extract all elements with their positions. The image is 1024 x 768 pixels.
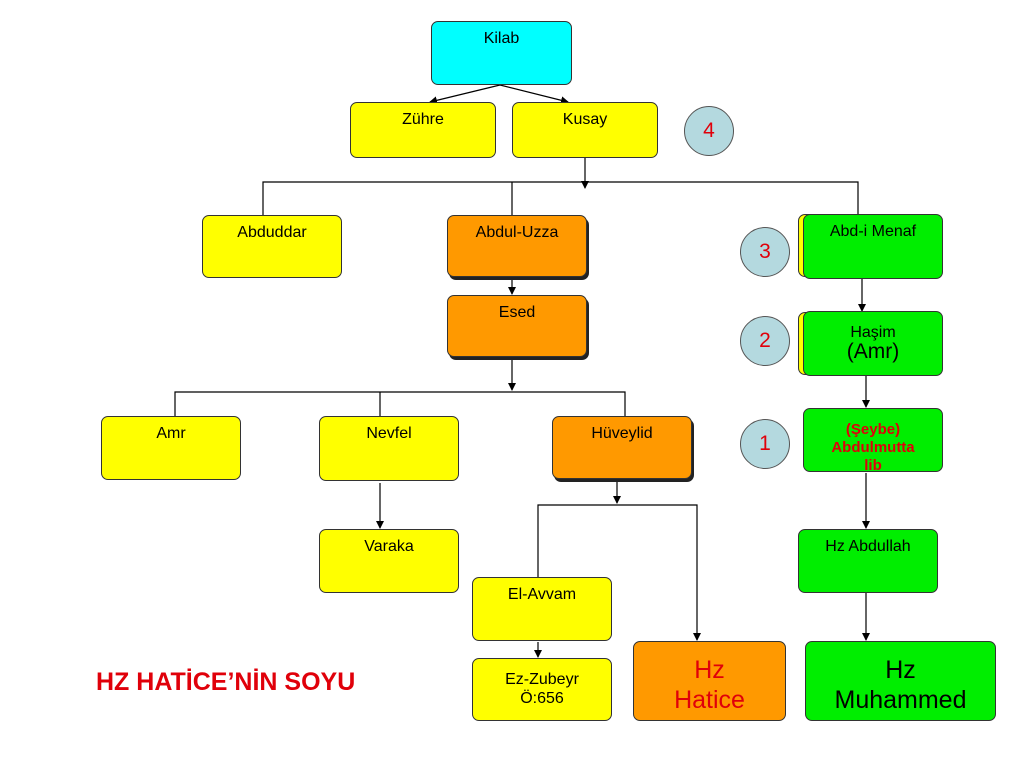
node-abdi-menaf-label: Abd-i Menaf [829, 223, 917, 240]
node-hz-muhammed-label-line2: Muhammed [834, 686, 967, 714]
node-varaka: Varaka [319, 529, 459, 593]
node-nevfel: Nevfel [319, 416, 459, 481]
node-el-avvam: El-Avvam [472, 577, 612, 641]
node-hasim: Haşim (Amr) [803, 311, 943, 376]
node-hz-muhammed-label-line1: Hz [885, 656, 916, 684]
node-abdul-uzza-label: Abdul-Uzza [475, 224, 559, 241]
node-ez-zubeyr-label-line2: Ö:656 [520, 690, 564, 707]
node-zuhre: Zühre [350, 102, 496, 158]
node-ez-zubeyr: Ez-Zubeyr Ö:656 [472, 658, 612, 721]
connector-esed-children [174, 391, 626, 416]
generation-marker-4-label: 4 [703, 119, 715, 142]
node-varaka-label: Varaka [364, 538, 414, 555]
connector-kilab-zuhre [429, 84, 501, 105]
node-esed: Esed [447, 295, 587, 357]
node-amr: Amr [101, 416, 241, 480]
node-hz-hatice-label-line1: Hz [694, 656, 725, 684]
generation-marker-2: 2 [740, 316, 790, 366]
generation-marker-3: 3 [740, 227, 790, 277]
node-hz-hatice: Hz Hatice [633, 641, 786, 721]
node-zuhre-label: Zühre [402, 111, 444, 128]
node-abdi-menaf: Abd-i Menaf [803, 214, 943, 279]
node-kilab: Kilab [431, 21, 572, 85]
generation-marker-3-label: 3 [759, 240, 771, 263]
node-abdul-uzza: Abdul-Uzza [447, 215, 587, 277]
connector-kilab-kusay [499, 84, 569, 105]
node-huveylid: Hüveylid [552, 416, 692, 479]
connector-huveylid-children [537, 504, 701, 641]
generation-marker-1: 1 [740, 419, 790, 469]
node-kusay-label: Kusay [562, 111, 608, 128]
node-kusay: Kusay [512, 102, 658, 158]
node-abduddar-label: Abduddar [237, 224, 307, 241]
node-huveylid-label: Hüveylid [591, 425, 653, 442]
node-kilab-label: Kilab [483, 30, 520, 47]
node-seybe-abdulmuttalib: (Şeybe) Abdulmutta lib [803, 408, 943, 474]
node-seybe-label-line3: lib [864, 457, 882, 474]
node-seybe-label-line1: (Şeybe) [845, 421, 901, 438]
node-el-avvam-label: El-Avvam [507, 586, 577, 603]
node-hz-abdullah-label: Hz Abdullah [825, 538, 911, 555]
generation-marker-2-label: 2 [759, 329, 771, 352]
connector-kusay-children [262, 181, 859, 215]
node-esed-label: Esed [498, 304, 536, 321]
generation-marker-4: 4 [684, 106, 734, 156]
node-seybe-label-line2: Abdulmutta [831, 439, 915, 456]
node-abduddar: Abduddar [202, 215, 342, 278]
node-hz-muhammed: Hz Muhammed [805, 641, 996, 721]
node-hasim-label-line2: (Amr) [846, 340, 900, 363]
generation-marker-1-label: 1 [759, 432, 771, 455]
node-hasim-label-line1: Haşim [850, 324, 896, 341]
node-ez-zubeyr-label-line1: Ez-Zubeyr [505, 671, 579, 688]
node-amr-label: Amr [156, 425, 186, 442]
node-hz-hatice-label-line2: Hatice [674, 686, 745, 714]
node-hz-abdullah: Hz Abdullah [798, 529, 938, 593]
diagram-title: HZ HATİCE’NİN SOYU [96, 668, 356, 696]
node-nevfel-label: Nevfel [366, 425, 412, 442]
